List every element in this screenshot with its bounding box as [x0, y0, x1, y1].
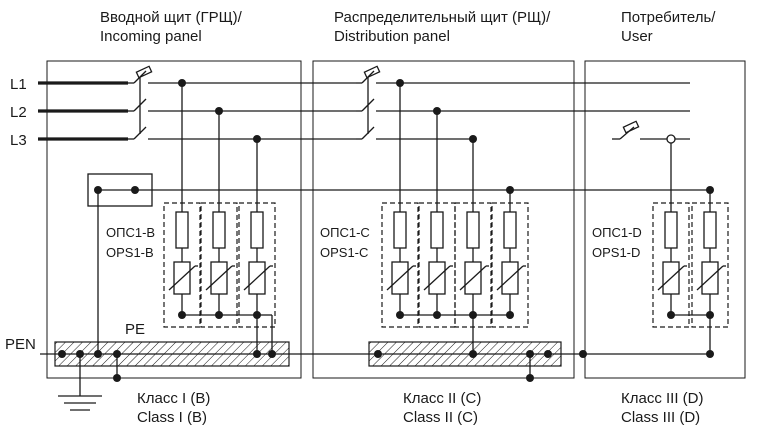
incoming-main-breaker	[128, 65, 153, 140]
junction-dot	[433, 107, 441, 115]
junction-dot	[667, 311, 675, 319]
junction-dot	[469, 350, 477, 358]
junction-dot	[178, 79, 186, 87]
spd-d1-fuse-icon	[664, 211, 678, 249]
user-switch	[612, 120, 690, 144]
class-d-label-en: Class III (D)	[621, 409, 700, 426]
spd-d-label-ru: ОПС1-D	[592, 225, 642, 240]
junction-dot	[94, 186, 102, 194]
junction-dot	[706, 311, 714, 319]
junction-dot	[178, 311, 186, 319]
spd-b3-fuse-icon	[250, 211, 264, 249]
spd-b-label-ru: ОПС1-В	[106, 225, 155, 240]
spd-d2-fuse-icon	[703, 211, 717, 249]
junction-dot	[253, 135, 261, 143]
spd-c4-fuse-icon	[503, 211, 517, 249]
junction-dot	[76, 350, 84, 358]
junction-dot	[215, 107, 223, 115]
junction-dot	[215, 311, 223, 319]
junction-dot	[526, 374, 534, 382]
spd-c-label-ru: ОПС1-С	[320, 225, 370, 240]
spd-c2-fuse-icon	[430, 211, 444, 249]
class-d-label-ru: Класс III (D)	[621, 390, 704, 407]
junction-dot	[374, 350, 382, 358]
spd-c4-module	[491, 202, 529, 328]
distribution-panel-title-en: Distribution panel	[334, 28, 450, 45]
class-b-label-ru: Класс I (В)	[137, 390, 210, 407]
spd-d-label-en: OPS1-D	[592, 245, 640, 260]
spd-c3-fuse-icon	[466, 211, 480, 249]
junction-dot	[268, 350, 276, 358]
user-panel-box	[584, 60, 746, 379]
spd-d1-module	[652, 202, 690, 328]
spd-b2-module	[200, 202, 238, 328]
incoming-panel-title-en: Incoming panel	[100, 28, 202, 45]
junction-dot	[113, 350, 121, 358]
junction-dot	[469, 135, 477, 143]
incoming-feeders	[38, 81, 128, 141]
spd-b-label-en: OPS1-B	[106, 245, 154, 260]
junction-dot	[113, 374, 121, 382]
junction-dots	[58, 79, 714, 382]
junction-dot	[396, 311, 404, 319]
spd-d2-module	[691, 202, 729, 328]
spd-b3-module	[238, 202, 276, 328]
spd-c1-fuse-icon	[393, 211, 407, 249]
junction-dot	[706, 186, 714, 194]
l1-label: L1	[10, 76, 27, 93]
pe-label: PE	[125, 321, 145, 338]
earth-icon	[58, 354, 102, 411]
neutral-link	[87, 173, 710, 354]
class-c-label-ru: Класс II (С)	[403, 390, 481, 407]
l3-label: L3	[10, 132, 27, 149]
junction-dot	[433, 311, 441, 319]
user-panel-title-en: User	[621, 28, 653, 45]
user-spd-wiring	[670, 143, 711, 354]
pen-label: PEN	[5, 336, 36, 353]
l2-label: L2	[10, 104, 27, 121]
class-c-label-en: Class II (C)	[403, 409, 478, 426]
junction-dot	[579, 350, 587, 358]
junction-dot	[506, 311, 514, 319]
phase-lines	[148, 82, 690, 140]
incoming-panel-title-ru: Вводной щит (ГРЩ)/	[100, 9, 243, 26]
junction-dot	[706, 350, 714, 358]
junction-dot	[58, 350, 66, 358]
class-b-label-en: Class I (B)	[137, 409, 207, 426]
junction-dot	[131, 186, 139, 194]
junction-dot	[526, 350, 534, 358]
junction-dot	[253, 350, 261, 358]
distribution-panel-box	[312, 60, 575, 379]
spd-c3-module	[454, 202, 492, 328]
junction-dot	[469, 311, 477, 319]
spd-b1-module	[163, 202, 201, 328]
distribution-main-breaker	[356, 65, 381, 140]
spd-b2-fuse-icon	[212, 211, 226, 249]
junction-dot	[396, 79, 404, 87]
user-panel-title-ru: Потребитель/	[621, 9, 716, 26]
spd-c-label-en: OPS1-C	[320, 245, 368, 260]
distribution-panel-title-ru: Распределительный щит (РЩ)/	[334, 9, 551, 26]
spd-b1-fuse-icon	[175, 211, 189, 249]
junction-dot	[94, 350, 102, 358]
junction-dot	[544, 350, 552, 358]
spd-c1-module	[381, 202, 419, 328]
incoming-panel-box	[46, 60, 302, 379]
spd-modules	[163, 202, 729, 328]
junction-dot	[253, 311, 261, 319]
junction-dot	[506, 186, 514, 194]
